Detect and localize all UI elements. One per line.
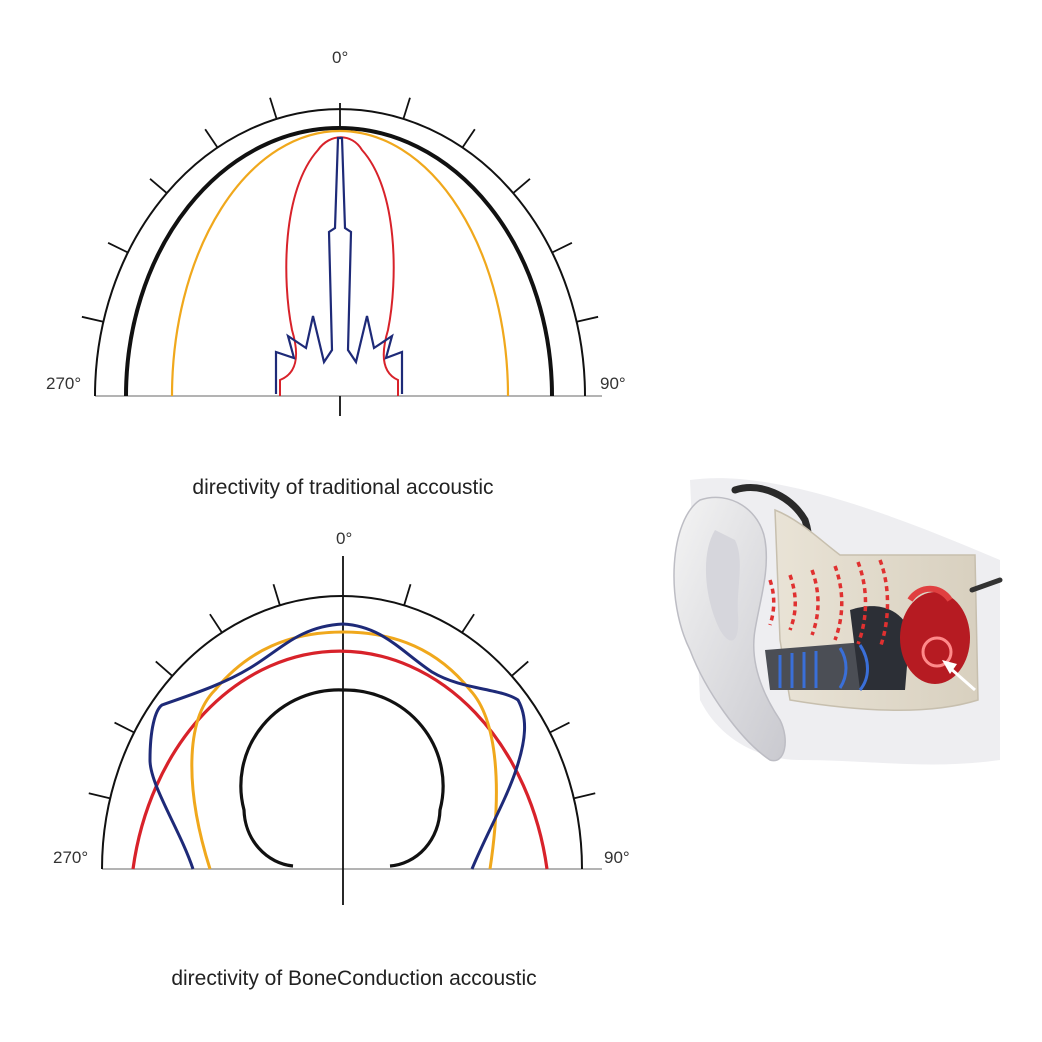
- label-270-degrees: 270°: [46, 374, 81, 393]
- semicircular-canal: [907, 585, 953, 602]
- scale-tick: [209, 613, 223, 634]
- scale-tick: [511, 660, 529, 677]
- red-response-curve: [131, 649, 549, 870]
- middle-ear: [850, 606, 910, 690]
- outer-scale-arc: [101, 595, 583, 870]
- scale-tick: [269, 97, 278, 120]
- scale-tick: [576, 315, 599, 323]
- scale-tick: [402, 97, 411, 120]
- arrow-icon: [942, 660, 976, 692]
- scale-tick: [461, 613, 475, 634]
- boneconduction-directivity-diagram: 0° 270° 90° directivity of BoneConductio…: [53, 529, 630, 990]
- scale-tick: [149, 178, 168, 194]
- black-response-curve: [239, 688, 445, 868]
- cochlea-spiral: [921, 636, 953, 668]
- scale-tick: [573, 792, 596, 800]
- ear-bone-conduction-illustration: [673, 478, 1003, 765]
- blue-response-curve: [274, 136, 404, 394]
- black-response-curve: [124, 126, 554, 397]
- caption-traditional: directivity of traditional accoustic: [192, 476, 493, 499]
- bone-vibration-rings: [778, 644, 869, 691]
- ear-inner-fold: [705, 530, 740, 641]
- scale-tick: [461, 128, 476, 148]
- caption-boneconduction: directivity of BoneConduction accoustic: [171, 967, 536, 990]
- orange-response-curve: [170, 129, 510, 397]
- scale-tick: [272, 583, 281, 606]
- scale-tick: [512, 178, 531, 194]
- scale-tick: [114, 721, 135, 734]
- orange-response-curve: [190, 630, 498, 870]
- scale-tick: [107, 241, 129, 254]
- scale-tick: [549, 721, 570, 734]
- scale-tick: [88, 792, 111, 800]
- scale-ticks: [88, 583, 596, 800]
- red-response-curve: [279, 136, 399, 396]
- label-90-degrees: 90°: [604, 848, 630, 867]
- scale-tick: [403, 583, 412, 606]
- scale-tick: [155, 660, 173, 677]
- label-90-degrees: 90°: [600, 374, 626, 393]
- traditional-directivity-diagram: 0° 270° 90° directivity of traditional a…: [46, 48, 626, 499]
- scale-ticks: [81, 97, 599, 323]
- outer-scale-arc: [94, 108, 586, 397]
- scale-tick: [204, 128, 219, 148]
- label-0-degrees: 0°: [336, 529, 352, 548]
- scale-tick: [551, 241, 573, 254]
- label-270-degrees: 270°: [53, 848, 88, 867]
- sound-waves: [768, 559, 890, 649]
- headphone-cable: [969, 577, 1003, 593]
- scale-tick: [81, 315, 104, 323]
- label-0-degrees: 0°: [332, 48, 348, 67]
- blue-response-curve: [148, 622, 527, 870]
